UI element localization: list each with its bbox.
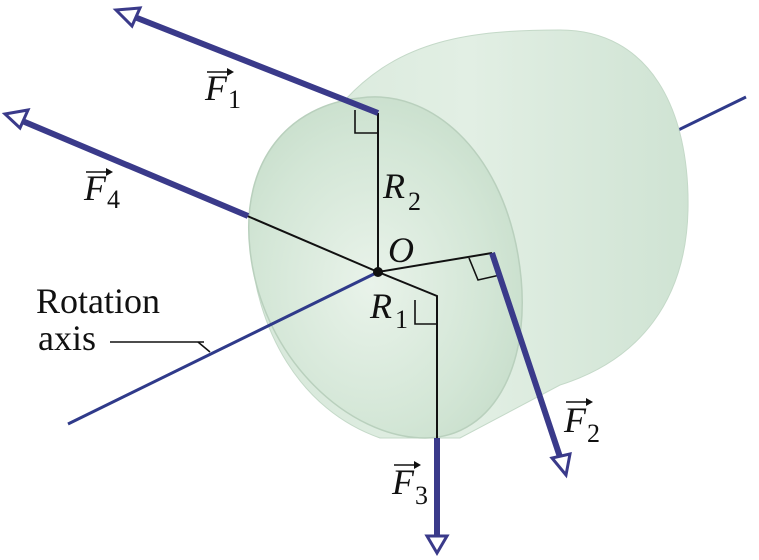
svg-text:F: F — [204, 68, 228, 108]
label-rotation-axis-line1: Rotation — [36, 281, 160, 321]
radius-to-f2-line — [377, 252, 493, 273]
force-f3-arrow — [424, 438, 450, 556]
right-angle-marker-f2 — [468, 257, 501, 281]
label-f2: F 2 — [563, 398, 600, 448]
svg-text:1: 1 — [228, 85, 241, 114]
label-rotation-axis-line2: axis — [38, 318, 96, 358]
label-f1: F 1 — [204, 68, 241, 114]
right-angle-marker-f1 — [354, 110, 378, 134]
label-r2: R 2 — [382, 166, 421, 216]
origin-point — [373, 267, 383, 277]
svg-text:F: F — [83, 168, 107, 208]
right-angle-marker-f3 — [414, 300, 437, 325]
force-f2-arrow — [489, 252, 572, 479]
svg-text:F: F — [391, 462, 415, 502]
radius-r1-line — [377, 271, 438, 438]
label-origin: O — [388, 230, 414, 270]
rotation-axis-back — [667, 95, 747, 137]
radius-to-f4-line — [244, 214, 379, 273]
svg-text:2: 2 — [408, 187, 421, 216]
svg-text:4: 4 — [107, 185, 120, 214]
label-f4: F 4 — [83, 168, 120, 214]
svg-text:R: R — [369, 286, 392, 326]
rotation-axis-front — [67, 270, 379, 426]
svg-text:3: 3 — [415, 481, 428, 510]
axis-label-leader-tip — [197, 341, 211, 353]
label-f3: F 3 — [391, 461, 428, 510]
force-f4-arrow — [1, 108, 250, 219]
svg-text:R: R — [382, 166, 405, 206]
svg-text:1: 1 — [395, 305, 408, 334]
cylinder-front-face — [248, 96, 523, 439]
force-f1-arrow — [112, 6, 380, 116]
svg-text:F: F — [563, 400, 587, 440]
svg-text:2: 2 — [587, 419, 600, 448]
label-r1: R 1 — [369, 286, 408, 334]
